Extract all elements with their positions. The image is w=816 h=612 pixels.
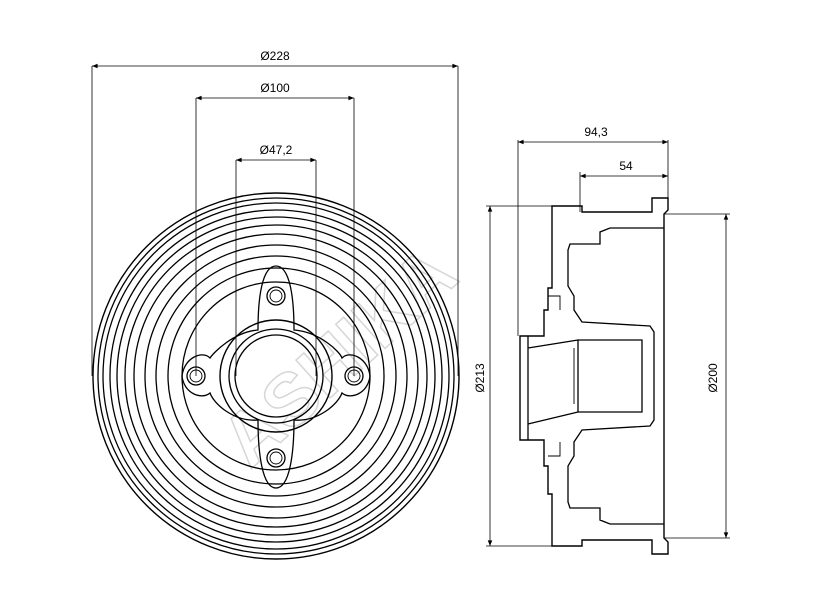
hub-detail [548, 295, 575, 457]
drum-ring [133, 233, 419, 519]
drum-ring [116, 216, 436, 536]
dim-drum-inner-diameter: Ø200 [664, 213, 730, 539]
drum-ring [102, 202, 450, 550]
bolt-hole-top [266, 286, 286, 306]
side-view: 94,3 54 Ø213 Ø200 [473, 125, 730, 555]
drum-ring [124, 224, 428, 528]
bore-middle [228, 328, 324, 424]
drum-ring [167, 267, 385, 485]
drum-ring [109, 209, 443, 543]
drum-inner-cavity [567, 227, 664, 525]
drum-ring [92, 192, 460, 560]
dim-label-overall-height: 94,3 [584, 125, 608, 139]
bolt-hole-bottom [266, 448, 286, 468]
bore-inner [234, 334, 318, 418]
dim-center-bore: Ø47,2 [235, 143, 317, 376]
dim-overall-height: 94,3 [517, 125, 669, 336]
dim-label-hub-height: 54 [619, 159, 633, 173]
drum-section-outline [519, 197, 669, 555]
dim-label-drum-inner-diameter: Ø200 [706, 363, 720, 393]
drum-ring [155, 255, 397, 497]
dim-label-outer-diameter: Ø228 [260, 49, 290, 63]
bore-outer [219, 319, 333, 433]
hub-section [527, 336, 643, 440]
front-view: Ø228 Ø100 Ø47,2 [91, 49, 460, 560]
dim-bolt-circle: Ø100 [195, 81, 355, 376]
dim-label-drum-outer-diameter: Ø213 [473, 363, 487, 393]
drum-ring [144, 244, 408, 508]
watermark-logo: ASHIKA [205, 230, 471, 482]
dim-label-bolt-circle: Ø100 [260, 81, 290, 95]
dim-label-center-bore: Ø47,2 [260, 143, 293, 157]
dim-drum-outer-diameter: Ø213 [473, 205, 552, 547]
drum-ring [97, 197, 455, 555]
dim-hub-height: 54 [579, 159, 668, 212]
dim-outer-diameter: Ø228 [91, 49, 459, 376]
